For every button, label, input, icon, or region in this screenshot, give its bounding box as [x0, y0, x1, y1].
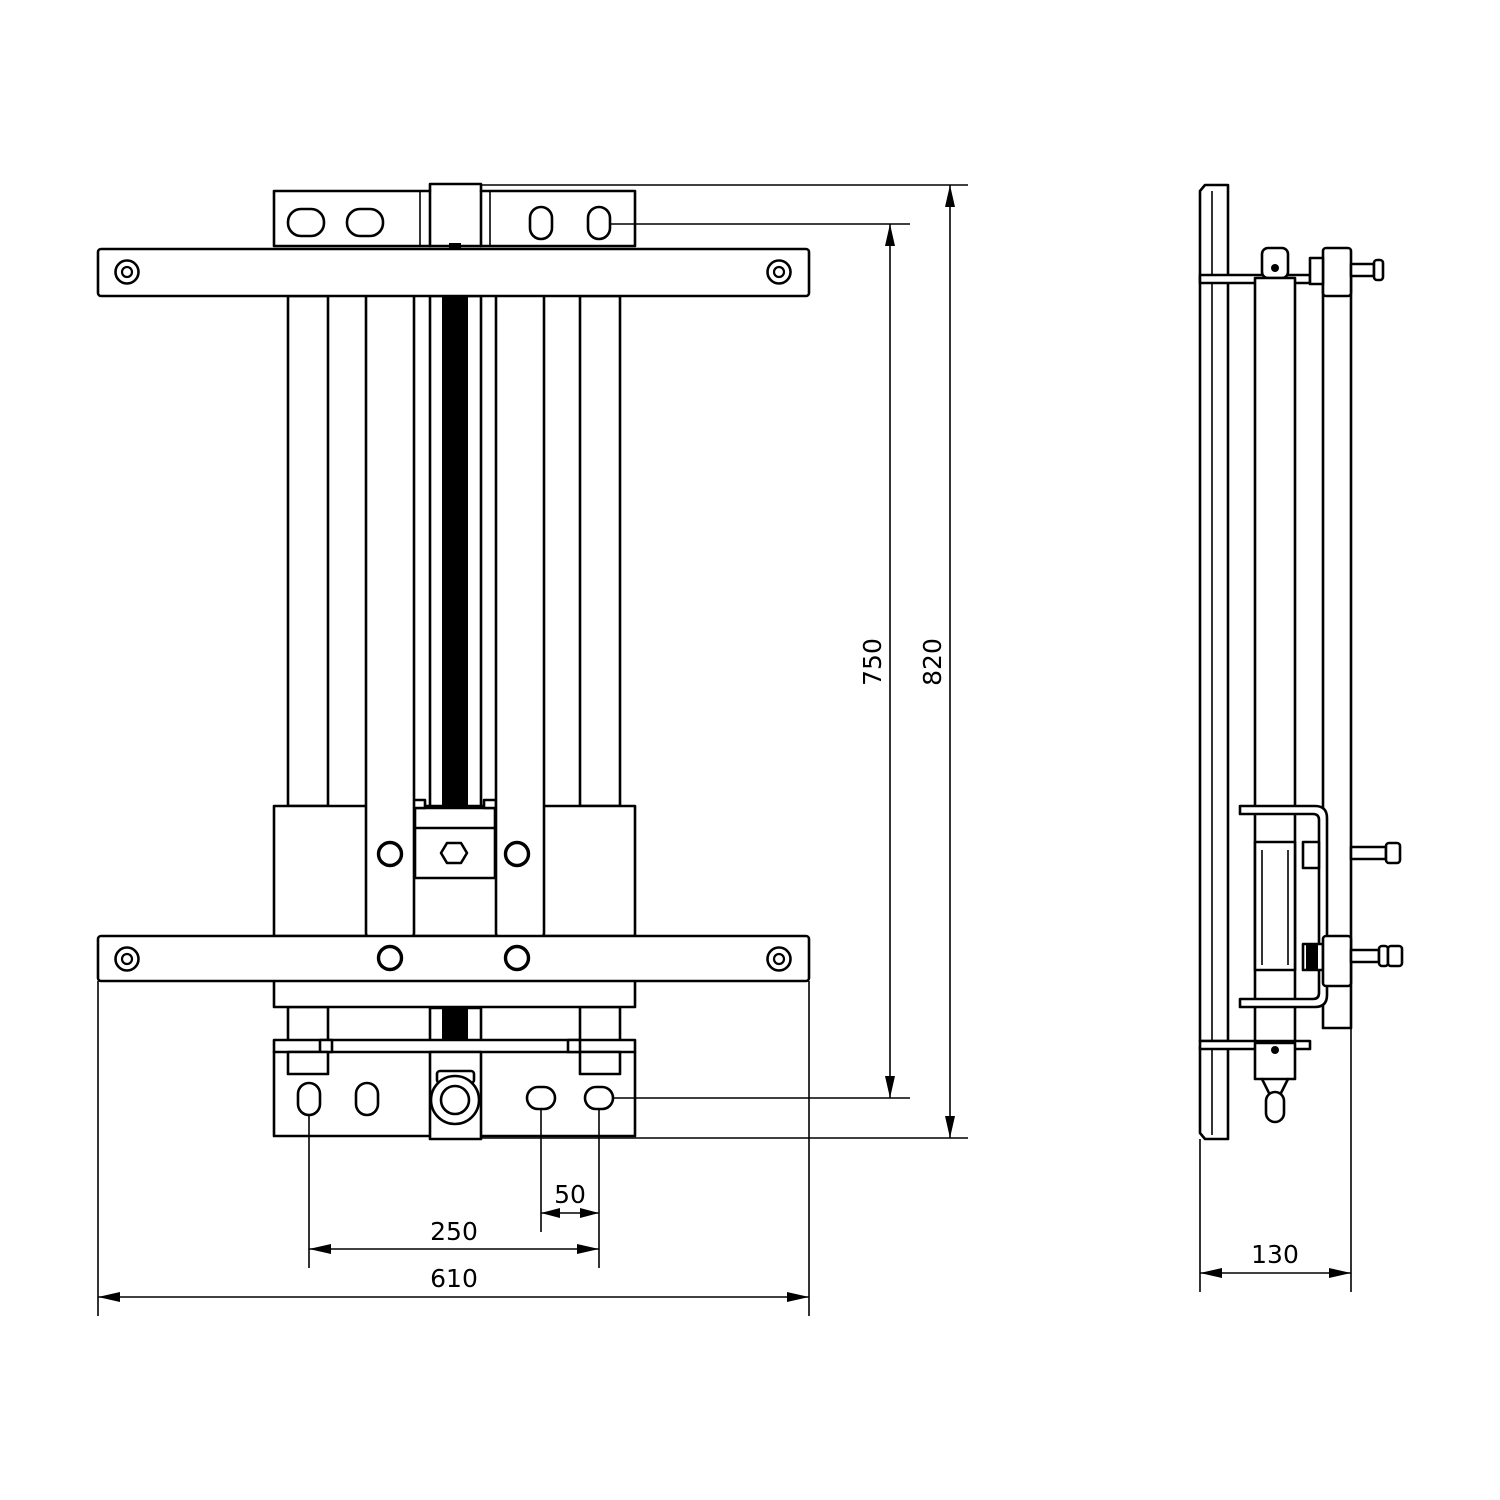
- dim-inner-height: 750: [858, 638, 887, 686]
- crossbar-bolt: [766, 946, 792, 972]
- top-crossbar: [96, 247, 811, 298]
- slot-hole: [286, 207, 326, 238]
- slot-hole: [528, 205, 554, 241]
- slot-hole: [525, 1085, 557, 1111]
- side-bracket-middle: [1238, 804, 1404, 1009]
- side-bolt-top: [1308, 256, 1385, 286]
- bottom-mounting-plate: [272, 1038, 637, 1141]
- hex-nut: [439, 841, 469, 865]
- eye-hook: [1264, 1090, 1286, 1124]
- front-view: [96, 182, 811, 1141]
- slot-hole: [345, 207, 385, 238]
- dimension-lines: [97, 184, 1352, 1316]
- wall-profile: [1198, 276, 1230, 1043]
- dim-total-width: 610: [430, 1264, 478, 1293]
- dim-total-height: 820: [918, 638, 947, 686]
- carriage-block: [272, 798, 637, 1009]
- vertical-rails: [364, 289, 546, 941]
- dim-hole-span: 250: [430, 1217, 478, 1246]
- rail-bolt: [376, 840, 404, 868]
- slot-hole: [586, 205, 612, 241]
- dim-hole-offset: 50: [554, 1180, 586, 1209]
- top-mounting-plate: [272, 182, 637, 248]
- rail-bolt: [503, 840, 531, 868]
- slot-hole: [583, 1085, 615, 1111]
- dim-depth: 130: [1251, 1240, 1299, 1269]
- threaded-spindle: [428, 294, 483, 1052]
- side-bracket-lower: [1198, 1039, 1312, 1124]
- slot-hole: [296, 1081, 322, 1117]
- bottom-crossbar: [96, 934, 811, 983]
- crossbar-bolt: [503, 944, 531, 972]
- crossbar-bolt: [376, 944, 404, 972]
- slot-hole: [354, 1081, 380, 1117]
- crossbar-bolt: [114, 946, 140, 972]
- side-view: [1198, 183, 1404, 1141]
- crossbar-bolt: [766, 259, 792, 285]
- crossbar-bolt: [114, 259, 140, 285]
